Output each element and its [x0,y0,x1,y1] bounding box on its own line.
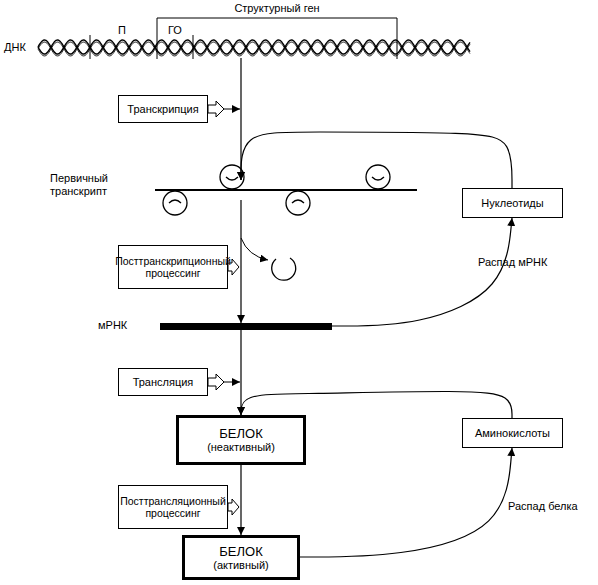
flow-arrow [240,58,241,180]
dna-strand [38,42,470,56]
flow-arrow [241,132,512,188]
loop-arc [169,200,181,203]
protein-box: БЕЛОК(активный) [182,535,300,580]
process-box: Посттрансляционный процессинг [118,485,228,529]
process-arrow-line [224,109,240,110]
node-label: Аминокислоты [475,427,550,440]
dna-band: ДНК [38,38,470,58]
flow-arrow [240,200,241,323]
region-tick [157,31,158,59]
node-label: Трансляция [133,376,194,389]
pool-box: Нуклеотиды [462,188,563,218]
node-sublabel: (неактивный) [207,441,275,454]
flow-arrow [300,448,512,557]
region-tick [397,31,398,59]
flow-arrow [240,465,241,535]
region-tick [90,35,91,59]
pool-box: Аминокислоты [462,418,563,448]
protein-box: БЕЛОК(неактивный) [176,415,306,465]
transcript-loop [220,165,244,189]
process-arrow-line [224,382,240,383]
loop-arc [292,200,304,203]
process-box: Транскрипция [118,95,208,123]
region-tick [193,35,194,59]
process-box: Трансляция [118,368,208,396]
process-arrow [228,499,239,515]
dna-strand [38,42,470,56]
loop-arc [372,177,384,180]
process-arrow [208,101,224,117]
gene-label: Структурный ген [234,2,319,15]
excised-loop [272,258,296,280]
transcript-loop [286,191,310,215]
flow-arrow [332,218,512,326]
excision-arrow [241,238,268,260]
region-label: П [118,24,126,37]
transcript-loop [366,165,390,189]
edge-label: Распад белка [508,500,578,513]
process-arrow [208,374,224,390]
flow-arrow [240,330,241,415]
node-label: Первичный транскрипт [50,172,130,198]
gene-bracket [157,18,397,31]
node-sublabel: (активный) [213,559,269,572]
node-label: Посттрансляционный процессинг [119,495,227,520]
node-label: БЕЛОК [219,544,262,559]
node-label: Посттранскрипционный процессинг [115,255,231,280]
node-label: БЕЛОК [219,426,262,441]
node-label: мРНК [98,319,148,332]
node-label: Транскрипция [127,103,198,116]
process-box: Посттранскрипционный процессинг [118,245,228,289]
mrna-bar: мРНК [160,323,332,330]
loop-arc [226,177,238,180]
node-label: Нуклеотиды [481,197,543,210]
node-label: ДНК [4,41,36,54]
transcript-loop [163,191,187,215]
region-label: ГО [168,24,182,37]
transcript-strand: Первичный транскрипт [155,180,417,200]
edge-label: Распад мРНК [478,256,547,269]
